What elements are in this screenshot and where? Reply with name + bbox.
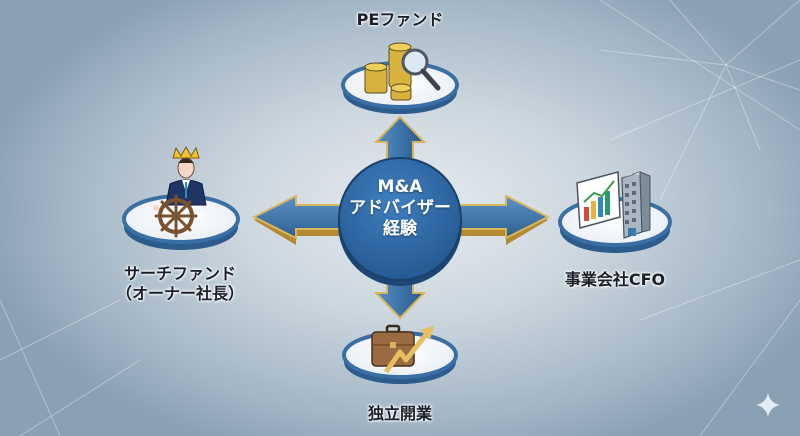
arrow-left (251, 194, 346, 245)
sparkle-icon (756, 393, 780, 417)
node-label-corporate-cfo: 事業会社CFO (564, 270, 666, 289)
center-line2: アドバイザー (349, 198, 451, 218)
center-line3: 経験 (383, 219, 417, 239)
center-line1: M&A (377, 177, 423, 197)
businessman-ship-wheel-crown-icon (153, 145, 207, 238)
platform-left (122, 194, 240, 250)
node-label-pe-fund: PEファンド (356, 10, 444, 29)
arrow-right (454, 194, 551, 245)
node-label-independent: 独立開業 (367, 404, 432, 423)
search-fund-line1: サーチファンド (123, 264, 236, 283)
briefcase-growth-arrow-icon (371, 324, 434, 374)
search-fund-line2: （オーナー社長） (115, 284, 244, 303)
node-label-search-fund: サーチファンド （オーナー社長） (110, 264, 250, 304)
chart-building-icon (576, 171, 651, 239)
center-hub-label: M&A アドバイザー 経験 (338, 177, 462, 240)
coins-magnifier-icon (364, 42, 441, 101)
